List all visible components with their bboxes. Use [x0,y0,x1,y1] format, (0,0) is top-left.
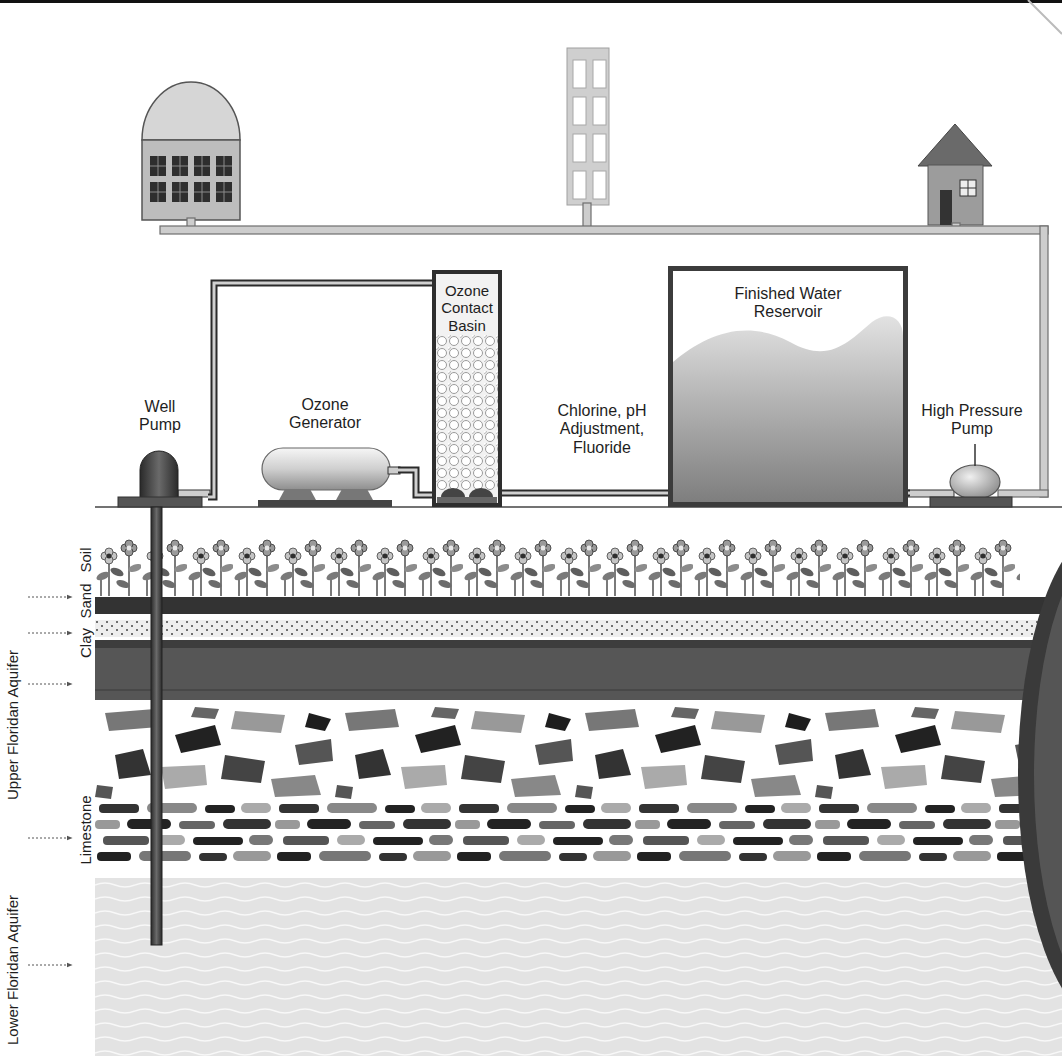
pipe-connector [908,493,910,494]
flower-bed [95,532,1020,596]
pipe-wall [398,470,432,495]
pump-body [140,451,178,500]
tick-line [28,965,72,966]
equipment-label: Well Pump [134,398,186,435]
building-body [142,140,240,220]
ground-line [95,506,1062,508]
windows [148,154,236,206]
pipe-stub [178,490,210,497]
stratum-label: Upper Floridan Aquifer [5,650,20,800]
generator-leg [336,489,373,500]
door [940,190,952,225]
clay-layer [95,640,1062,700]
stratum-label: Limestone [78,795,93,864]
sand-layer [95,620,1062,637]
stratum-label: Lower Floridan Aquifer [5,895,20,1045]
pipe-wall [208,283,432,497]
bedded-limestone-layer [95,800,1062,872]
pipe-wall [908,490,910,497]
clay-band [95,640,1062,648]
ozone-generator-symbol [258,448,400,507]
house [918,124,992,225]
tick-line [28,838,72,839]
equipment-label: High Pressure Pump [912,402,1032,439]
pipe-connector [502,493,668,494]
generator-leg [279,489,316,500]
equipment-label: Ozone Contact Basin [436,282,498,334]
window [960,180,976,196]
distribution-pipes [160,203,1048,497]
windows [570,56,610,204]
tall-building [567,48,610,205]
high-pressure-pump-symbol [908,444,1012,507]
tick-line [28,633,72,634]
equipment-node: Ozone Contact Basin [432,270,502,507]
diffuser [441,488,465,497]
equipment-node: Ozone Generator [252,394,398,508]
leader-line [974,444,976,466]
pipe-connector [398,470,432,495]
pump-body [950,465,1000,499]
contact-basin-interior [436,274,498,503]
dome [142,82,240,140]
tick-line [28,597,72,598]
pump-base [118,497,202,507]
pipe-bore [502,492,668,495]
pipe-label: Chlorine, pH Adjustment, Fluoride [546,402,658,457]
pipe-bore [208,283,432,497]
equipment-label: Finished Water Reservoir [718,285,858,322]
corner-line [1028,0,1062,34]
reservoir-water [673,316,903,502]
stratum-label: Soil [78,547,93,572]
stratum-label: Sand [78,583,93,618]
basin-water [436,274,498,503]
dome-building [142,82,240,220]
soil-layer [95,597,1062,614]
equipment-node: Well Pump [112,398,208,510]
clay-line [95,689,1062,691]
generator-tank [262,448,390,490]
pipe-bore [908,492,910,495]
pump-base [930,497,1012,507]
pipe-stub [908,490,954,497]
equipment-node: Finished Water Reservoir [668,266,908,507]
generator-base [258,500,392,507]
roof [918,124,992,166]
pipe [998,490,1048,497]
lower-aquifer-layer [95,878,1062,1056]
tick-line [28,684,72,685]
window-frame [960,180,976,196]
diffuser [469,488,493,497]
stratum-label: Clay [78,628,93,658]
ozone-bubbles [436,335,498,490]
diffuser-plate [437,497,497,503]
pipe-wall [502,490,668,497]
top-border [0,0,1062,3]
house-body [928,165,983,225]
cutaway-edge [1018,527,1062,1023]
equipment-label: Ozone Generator [280,396,370,433]
upper-limestone-layer [95,705,1062,800]
stratum-ticks [28,597,72,965]
pipe [160,226,1048,234]
well-pump-symbol [118,451,210,507]
building-body [567,48,609,205]
well-casing [151,507,162,945]
cutaway-edge [1034,539,1062,1011]
pipe-connector [208,283,432,497]
equipment-node: High Pressure Pump [910,400,1034,508]
pipe [1040,226,1048,497]
pipe-bore [398,470,432,495]
